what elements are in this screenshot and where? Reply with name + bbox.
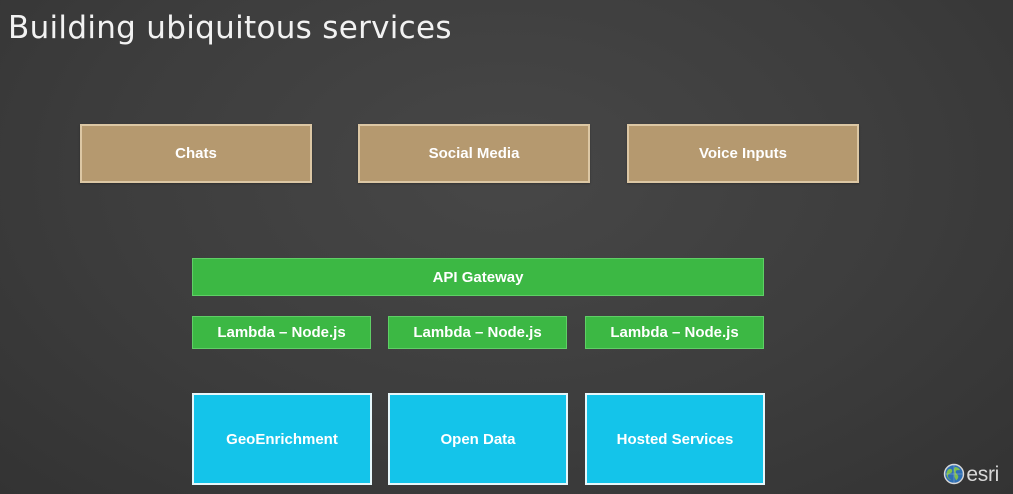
open-data-box: Open Data [388,393,568,485]
hosted-services-label: Hosted Services [616,430,734,448]
social-media-box: Social Media [358,124,590,183]
slide-title: Building ubiquitous services [8,10,452,46]
geoenrichment-box: GeoEnrichment [192,393,372,485]
api-gateway-label: API Gateway [432,268,524,286]
lambda-label-3: Lambda – Node.js [610,324,739,341]
lambda-box-3: Lambda – Node.js [585,316,764,349]
voice-inputs-box: Voice Inputs [627,124,859,183]
esri-logo: esri [943,463,999,485]
esri-logo-text: esri [966,462,999,486]
lambda-label-2: Lambda – Node.js [413,324,542,341]
chats-box: Chats [80,124,312,183]
globe-icon [943,463,965,485]
voice-inputs-label: Voice Inputs [698,145,788,162]
hosted-services-box: Hosted Services [585,393,765,485]
lambda-box-1: Lambda – Node.js [192,316,371,349]
geoenrichment-label: GeoEnrichment [226,430,338,448]
open-data-label: Open Data [440,430,516,448]
lambda-box-2: Lambda – Node.js [388,316,567,349]
social-media-label: Social Media [428,145,520,162]
lambda-label-1: Lambda – Node.js [217,324,346,341]
api-gateway-box: API Gateway [192,258,764,296]
chats-label: Chats [175,145,217,162]
